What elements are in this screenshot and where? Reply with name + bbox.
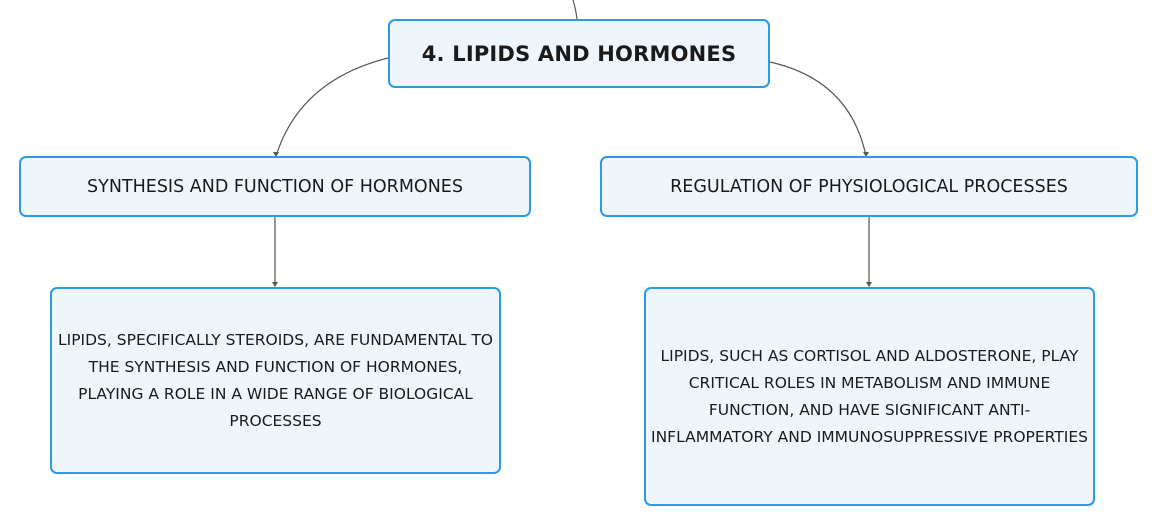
branch-node-synthesis-function[interactable]: SYNTHESIS AND FUNCTION OF HORMONES [19, 156, 531, 217]
arrowhead-left-leaf [272, 282, 278, 287]
connector-root-to-right-branch [769, 61, 867, 157]
connector-parent-to-root [572, 0, 578, 20]
arrowhead-right-branch [863, 152, 869, 157]
root-topic-label: 4. LIPIDS AND HORMONES [421, 41, 737, 66]
arrowhead-left-branch [273, 152, 279, 157]
root-topic-node[interactable]: 4. LIPIDS AND HORMONES [388, 19, 770, 88]
arrowhead-right-leaf [866, 282, 872, 287]
leaf-node-steroids-detail[interactable]: LIPIDS, SPECIFICALLY STEROIDS, ARE FUNDA… [50, 287, 501, 474]
leaf-text-steroids-detail: LIPIDS, SPECIFICALLY STEROIDS, ARE FUNDA… [58, 330, 493, 430]
leaf-node-cortisol-detail[interactable]: LIPIDS, SUCH AS CORTISOL AND ALDOSTERONE… [644, 287, 1095, 506]
branch-label-regulation: REGULATION OF PHYSIOLOGICAL PROCESSES [670, 176, 1068, 197]
branch-node-regulation[interactable]: REGULATION OF PHYSIOLOGICAL PROCESSES [600, 156, 1138, 217]
connector-root-to-left-branch [275, 57, 389, 157]
branch-label-synthesis-function: SYNTHESIS AND FUNCTION OF HORMONES [87, 176, 463, 197]
leaf-text-cortisol-detail: LIPIDS, SUCH AS CORTISOL AND ALDOSTERONE… [651, 346, 1088, 446]
